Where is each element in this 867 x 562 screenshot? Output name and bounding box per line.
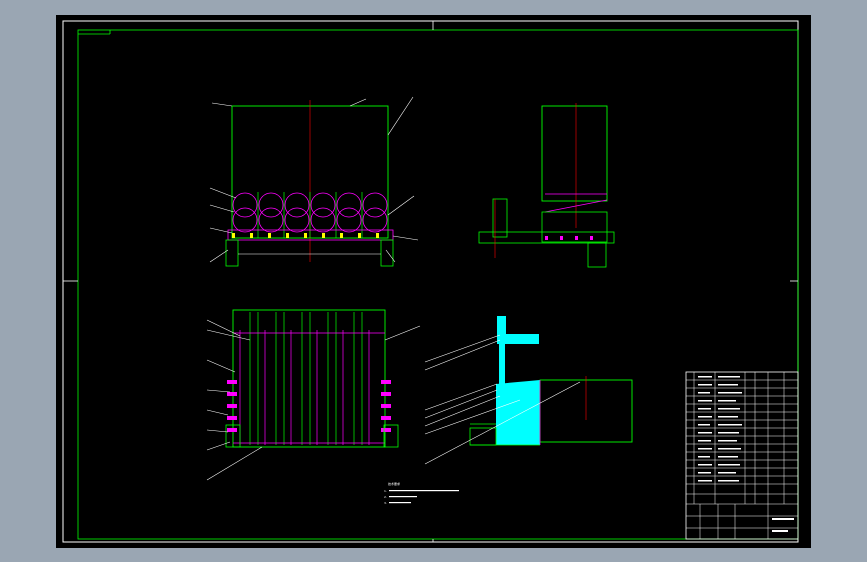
side-leg (587, 242, 607, 268)
side-fasteners (545, 236, 593, 240)
plan-corner-right (383, 424, 399, 448)
right-leg (380, 239, 394, 267)
hopper-side (541, 105, 608, 202)
section-view (424, 316, 633, 465)
roller-row-upper (232, 192, 388, 218)
tech-req-line: 3. (384, 501, 387, 505)
parts-list-text (698, 376, 794, 532)
section-arm (497, 334, 539, 344)
technical-requirements: 技术要求 1. 2. 3. (384, 481, 459, 505)
tech-req-heading: 技术要求 (388, 481, 400, 486)
side-bracket (492, 198, 508, 238)
section-column (499, 344, 505, 384)
plan-fasteners (227, 380, 391, 432)
centering-marks (63, 21, 798, 542)
left-leg (225, 239, 239, 267)
side-base (541, 211, 608, 243)
bolts (232, 233, 379, 238)
plan-view (206, 309, 421, 481)
tech-req-line: 2. (384, 495, 387, 499)
tech-req-line: 1. (384, 489, 387, 493)
leader-lines (206, 319, 421, 481)
side-slats (544, 193, 608, 213)
roller-row-lower (232, 207, 388, 233)
plan-channels (249, 312, 363, 445)
tech-req-text (389, 490, 459, 504)
plan-corner-left (225, 424, 241, 448)
title-block-frame (685, 371, 799, 540)
leader-lines (209, 96, 419, 263)
drawing-border (77, 29, 799, 540)
title-grid (686, 504, 798, 539)
parts-list-grid (686, 372, 798, 505)
plan-outline (232, 309, 386, 448)
leader-lines (424, 334, 581, 465)
section-column-top (497, 316, 506, 334)
front-view (209, 96, 419, 267)
base-frame (227, 229, 394, 241)
side-view (478, 103, 615, 268)
title-block (685, 371, 799, 540)
side-rail (478, 231, 615, 244)
section-block (496, 380, 540, 445)
